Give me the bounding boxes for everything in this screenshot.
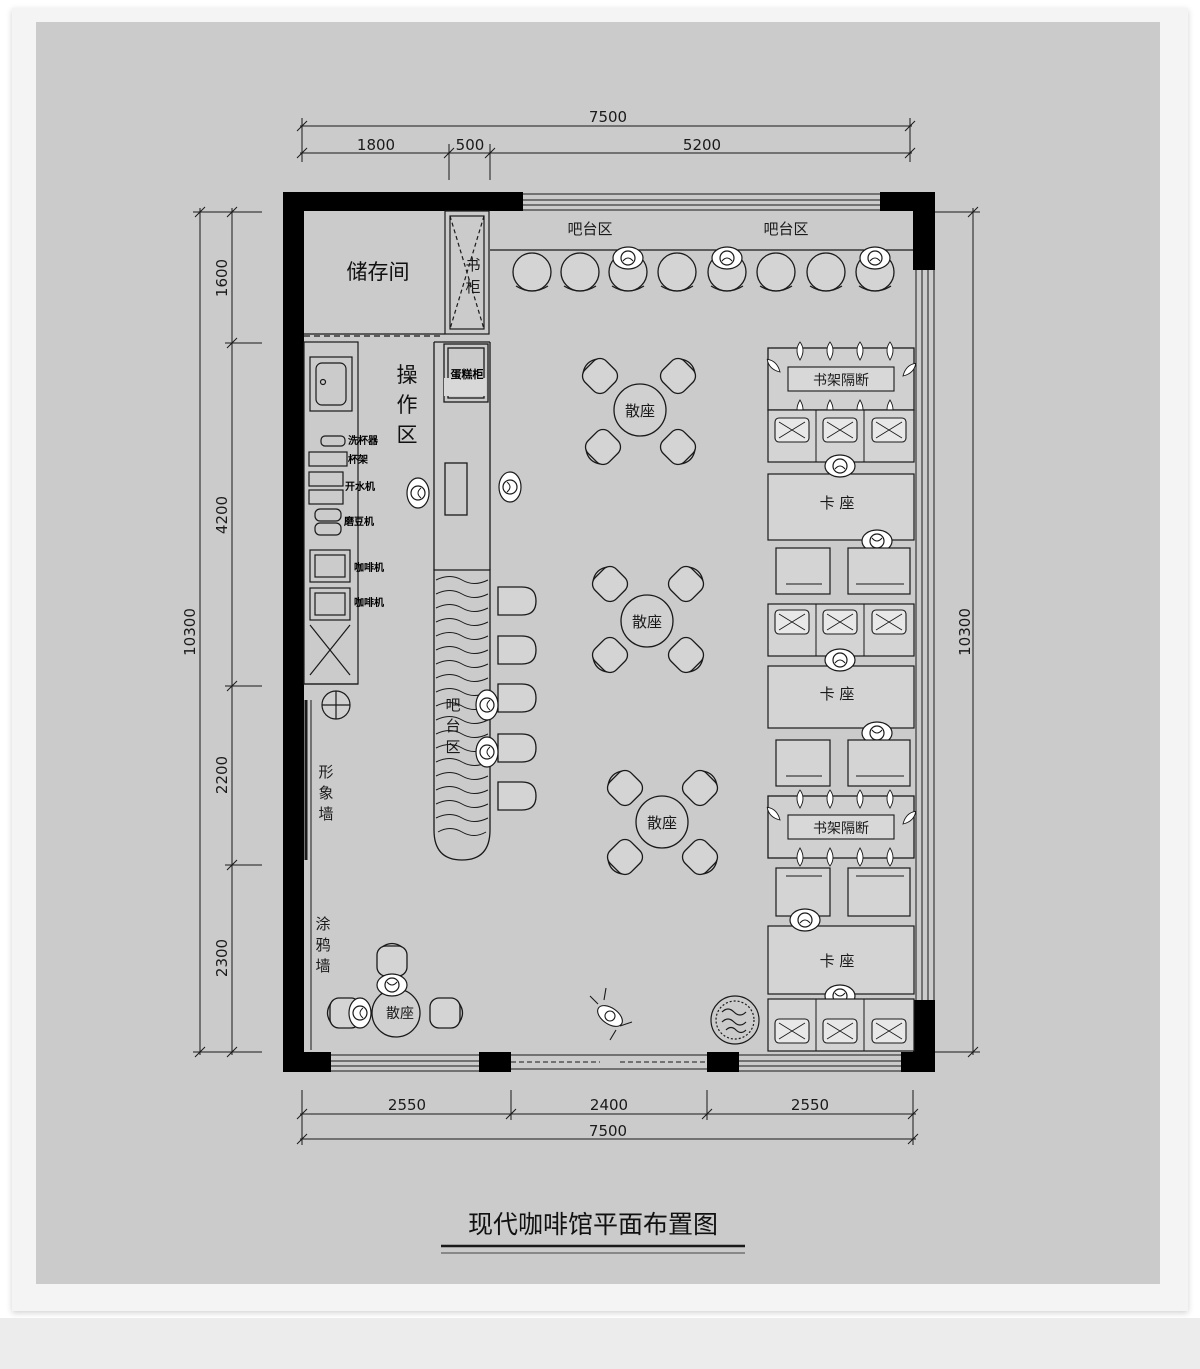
dim-right-total: 10300 — [956, 608, 974, 656]
barista-figure — [406, 471, 522, 509]
equip-grinder: 磨豆机 — [343, 515, 374, 528]
bar-area-label-left: 吧台区 — [567, 220, 612, 238]
loose-seat-table-3 — [601, 764, 724, 881]
dim-left-segment-1: 1600 — [213, 259, 231, 297]
equip-coffee-machine-1: 咖啡机 — [354, 561, 384, 574]
loose-seat-table-2 — [586, 560, 710, 679]
loose-seat-label-2: 散座 — [632, 613, 662, 631]
dim-top-segment-2: 500 — [456, 136, 485, 154]
dim-top-segment-1: 1800 — [357, 136, 395, 154]
bar-area-vertical-label-1: 吧 — [445, 696, 460, 714]
graffiti-wall-label-1: 涂 — [315, 915, 330, 933]
equip-coffee-machine-2: 咖啡机 — [354, 596, 384, 609]
dim-bottom-segment-2: 2400 — [590, 1096, 628, 1114]
operation-area-label-3: 区 — [397, 423, 418, 447]
booth-label-3: 卡 座 — [820, 952, 855, 970]
booth-label-1: 卡 座 — [820, 494, 855, 512]
equip-cup-washer: 洗杯器 — [348, 434, 379, 447]
bar-counter — [433, 341, 491, 861]
plant-pot — [710, 995, 760, 1045]
window-lines — [331, 193, 935, 1072]
bar-area-label-right: 吧台区 — [763, 220, 808, 238]
shelf-partition-2 — [764, 789, 919, 867]
bookcase-label-2: 柜 — [465, 278, 480, 296]
loose-seat-small-label: 散座 — [386, 1006, 414, 1022]
operation-counter — [303, 335, 440, 720]
image-wall-label-1: 形 — [318, 763, 333, 781]
dimension-right — [935, 206, 980, 1058]
dimension-top — [296, 118, 916, 180]
operation-area-label-2: 作 — [397, 393, 418, 417]
graffiti-wall-label-3: 墙 — [315, 957, 330, 975]
booth-1 — [767, 409, 915, 595]
bookcase-label-1: 书 — [465, 256, 480, 274]
top-bar-stools — [512, 252, 895, 292]
equip-cup-rack: 杯架 — [348, 453, 368, 466]
equip-water-boiler: 开水机 — [345, 480, 375, 493]
operation-area-label-1: 操 — [397, 363, 418, 387]
image-wall-label-2: 象 — [318, 784, 333, 802]
bar-customers — [475, 689, 499, 768]
shelf-partition-label-2: 书架隔断 — [813, 821, 869, 837]
graffiti-wall-label-2: 鸦 — [315, 936, 330, 954]
bar-wave-pattern — [435, 576, 489, 836]
image-wall-label-3: 墙 — [318, 805, 333, 823]
walking-person-figure — [589, 987, 633, 1041]
booth-label-2: 卡 座 — [820, 685, 855, 703]
drawing-title: 现代咖啡馆平面布置图 — [468, 1210, 718, 1239]
loose-seat-label-1: 散座 — [625, 402, 655, 420]
dim-top-total: 7500 — [589, 108, 627, 126]
cake-cabinet-label-bg — [444, 378, 486, 396]
bar-area-vertical-label-2: 台 — [445, 717, 460, 735]
dim-top-segment-3: 5200 — [683, 136, 721, 154]
dimension-left — [193, 206, 262, 1058]
dim-bottom-segment-3: 2550 — [791, 1096, 829, 1114]
loose-seat-small-table — [326, 942, 464, 1038]
dim-left-segment-2: 4200 — [213, 496, 231, 534]
booth-3 — [767, 867, 915, 1052]
dim-left-total: 10300 — [181, 608, 199, 656]
dim-bottom-segment-1: 2550 — [388, 1096, 426, 1114]
dimension-bottom — [296, 1090, 919, 1145]
shelf-partition-label-1: 书架隔断 — [813, 373, 869, 389]
outer-walls — [283, 192, 935, 1072]
cake-cabinet-label: 蛋糕柜 — [451, 367, 484, 381]
dim-bottom-total: 7500 — [589, 1122, 627, 1140]
storage-room-label: 储存间 — [347, 260, 410, 284]
shelf-partition-1 — [764, 341, 919, 419]
dim-left-segment-4: 2300 — [213, 939, 231, 977]
loose-seat-table-1 — [576, 352, 702, 471]
bar-chairs — [497, 586, 537, 811]
storage-room — [304, 210, 490, 335]
bottom-strip — [0, 1318, 1200, 1369]
booth-2 — [767, 603, 915, 787]
dim-left-segment-3: 2200 — [213, 756, 231, 794]
loose-seat-label-3: 散座 — [647, 814, 677, 832]
bar-area-vertical-label-3: 区 — [445, 738, 460, 756]
